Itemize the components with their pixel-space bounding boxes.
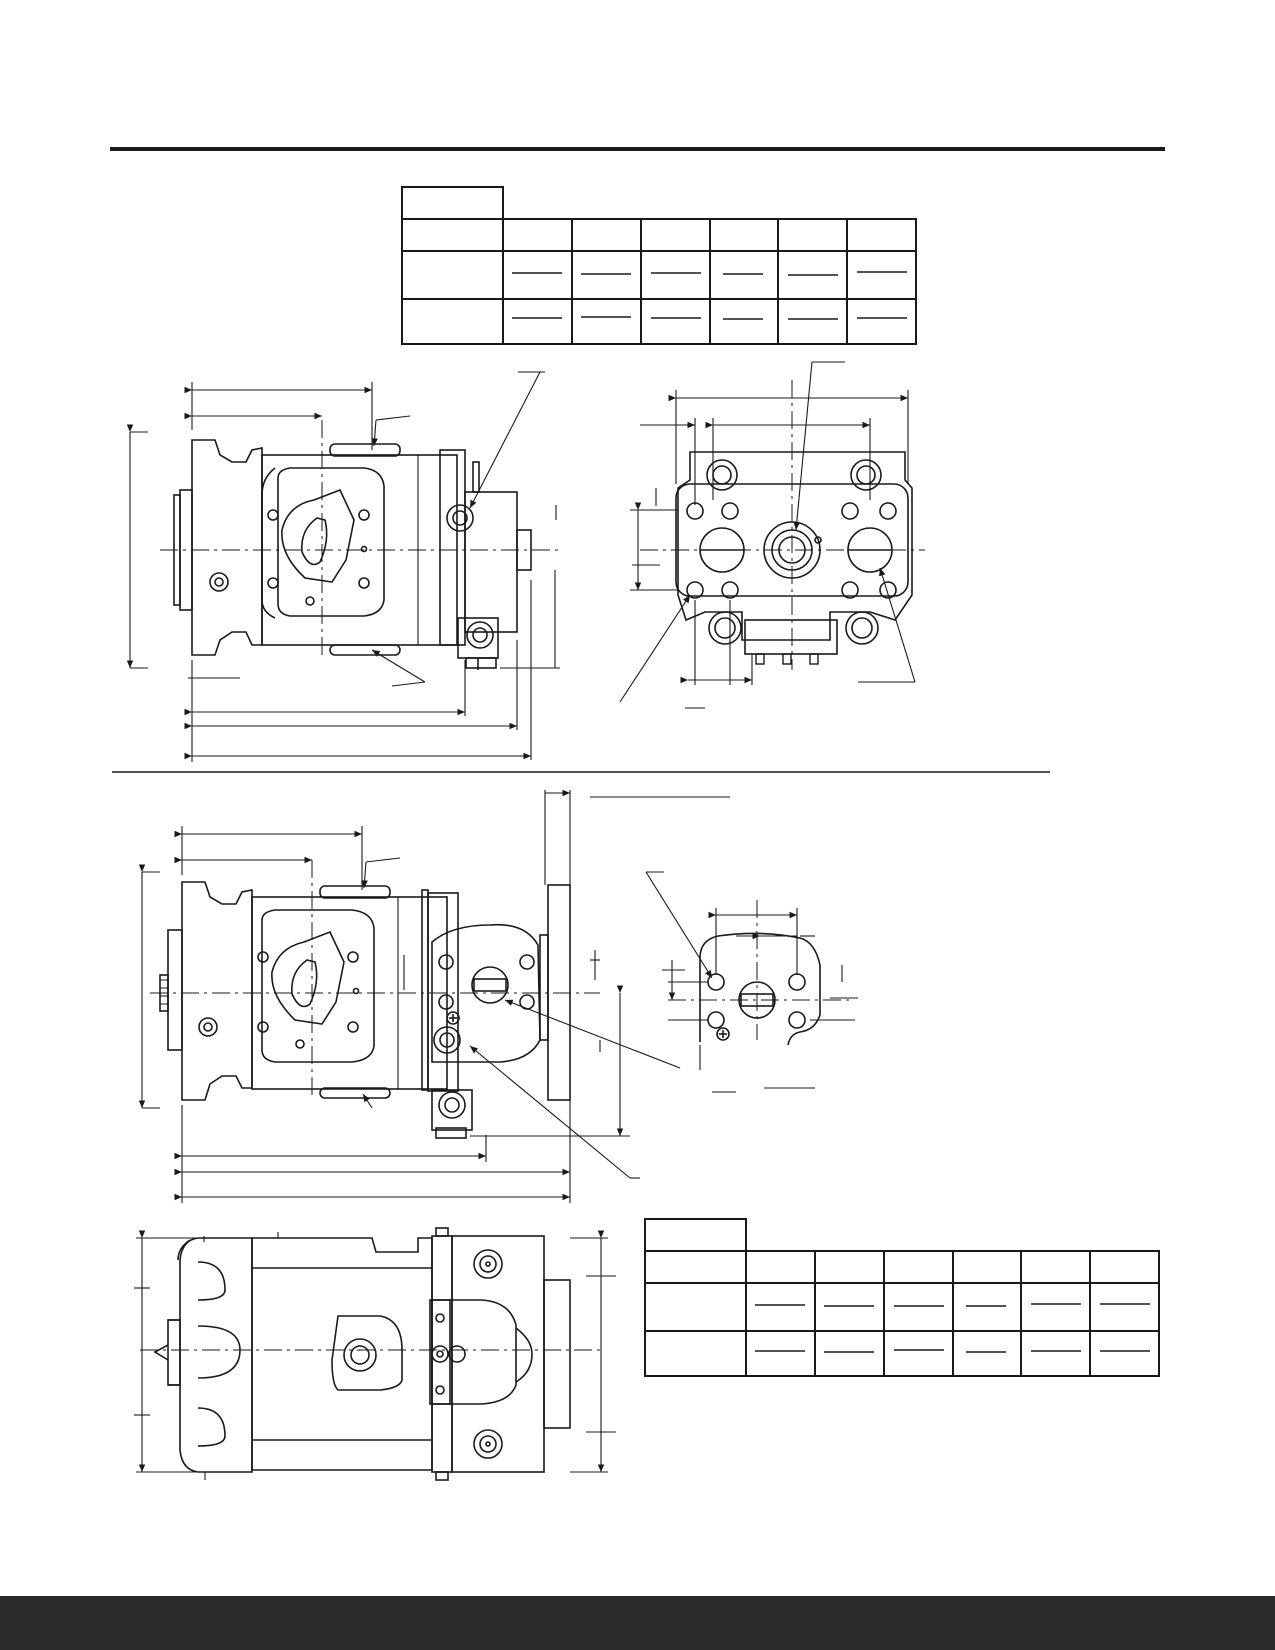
header-rule	[110, 147, 1165, 151]
pump-end-view	[619, 361, 925, 709]
pump-top-view	[134, 1227, 616, 1481]
pump-side-view-2	[138, 789, 730, 1203]
footer-bar	[0, 1596, 1275, 1650]
dimension-table-top	[401, 186, 917, 345]
aux-pad-detail	[645, 871, 858, 1093]
pump-side-view-1	[126, 371, 560, 762]
dimension-table-bottom	[644, 1218, 1160, 1377]
